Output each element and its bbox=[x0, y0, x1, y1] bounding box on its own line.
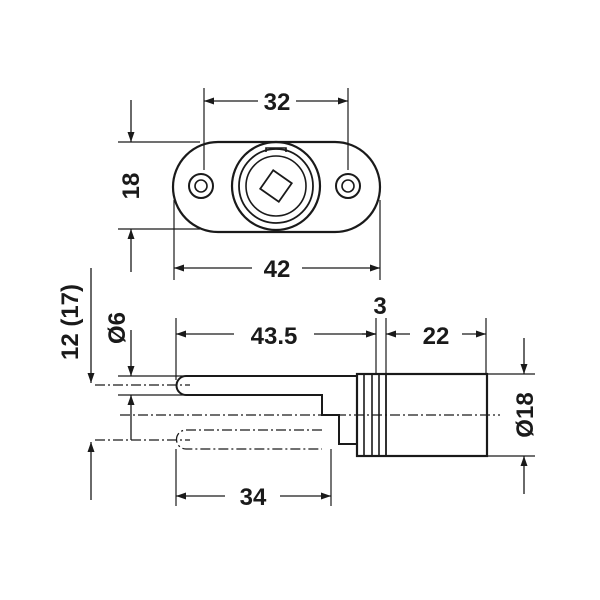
lock-cylinder bbox=[230, 140, 322, 232]
dimension-label-34: 34 bbox=[240, 484, 267, 511]
dimension-32: 32 bbox=[203, 88, 349, 170]
dimension-label-42: 42 bbox=[264, 256, 291, 283]
dimension-34: 34 bbox=[175, 449, 332, 511]
key-square bbox=[258, 168, 294, 204]
side-view: 12 (17) Ø6 43.5 3 22 bbox=[57, 268, 539, 511]
dimension-label-offset: 12 (17) bbox=[57, 284, 84, 360]
dimension-label-43-5: 43.5 bbox=[251, 323, 298, 350]
dimension-body-diameter: Ø18 bbox=[487, 338, 539, 494]
dimension-label-pin-diameter: Ø6 bbox=[104, 312, 131, 344]
dimension-offset: 12 (17) bbox=[57, 268, 95, 500]
dimension-43-5: 43.5 bbox=[175, 318, 377, 380]
dimension-label-body-diameter: Ø18 bbox=[512, 392, 539, 437]
dimension-22: 22 bbox=[386, 318, 487, 374]
right-screw-hole bbox=[335, 173, 361, 199]
top-view: 32 18 42 bbox=[118, 88, 382, 283]
dimension-3: 3 bbox=[362, 293, 387, 374]
dimension-label-32: 32 bbox=[264, 89, 291, 116]
dimension-label-22: 22 bbox=[423, 323, 450, 350]
pin-extended bbox=[175, 375, 357, 445]
pin-retracted bbox=[175, 429, 322, 450]
dimension-label-3: 3 bbox=[373, 293, 386, 320]
dimension-42: 42 bbox=[173, 200, 381, 283]
left-screw-hole bbox=[188, 173, 214, 199]
dimension-18: 18 bbox=[118, 100, 200, 272]
dimension-pin-diameter: Ø6 bbox=[104, 312, 186, 440]
dimension-label-18: 18 bbox=[118, 173, 145, 200]
